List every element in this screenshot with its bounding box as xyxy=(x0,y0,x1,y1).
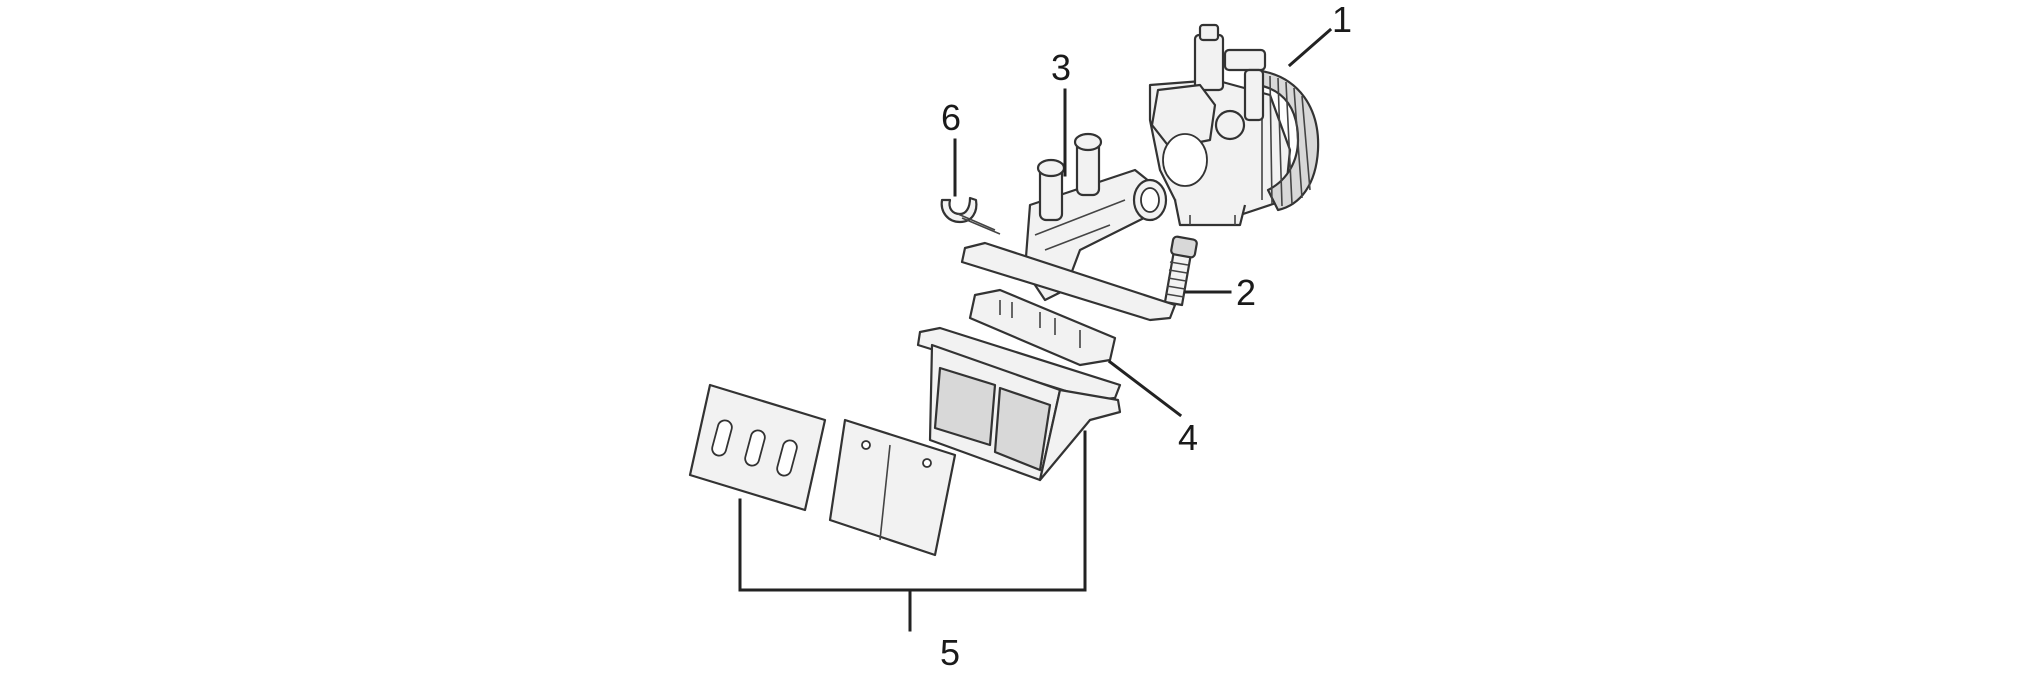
reed-block-part xyxy=(916,326,1122,482)
callout-1: 1 xyxy=(1332,0,1352,40)
bracket-line-5 xyxy=(738,430,1087,632)
leader-line-4 xyxy=(1107,359,1183,418)
callout-6: 6 xyxy=(941,97,961,138)
bolt-part xyxy=(1163,235,1198,307)
callout-3: 3 xyxy=(1051,47,1071,88)
reed-petal-left-part xyxy=(688,383,827,512)
carburetor-part xyxy=(1148,23,1320,227)
reed-spacer-part xyxy=(968,288,1117,367)
clip-part xyxy=(940,196,1001,235)
callout-4: 4 xyxy=(1178,417,1198,458)
callout-5: 5 xyxy=(940,632,960,673)
leader-line-1 xyxy=(1287,27,1333,68)
gasket-upper-part xyxy=(960,241,1177,322)
reed-petal-right-part xyxy=(828,418,957,557)
callout-2: 2 xyxy=(1236,272,1256,313)
